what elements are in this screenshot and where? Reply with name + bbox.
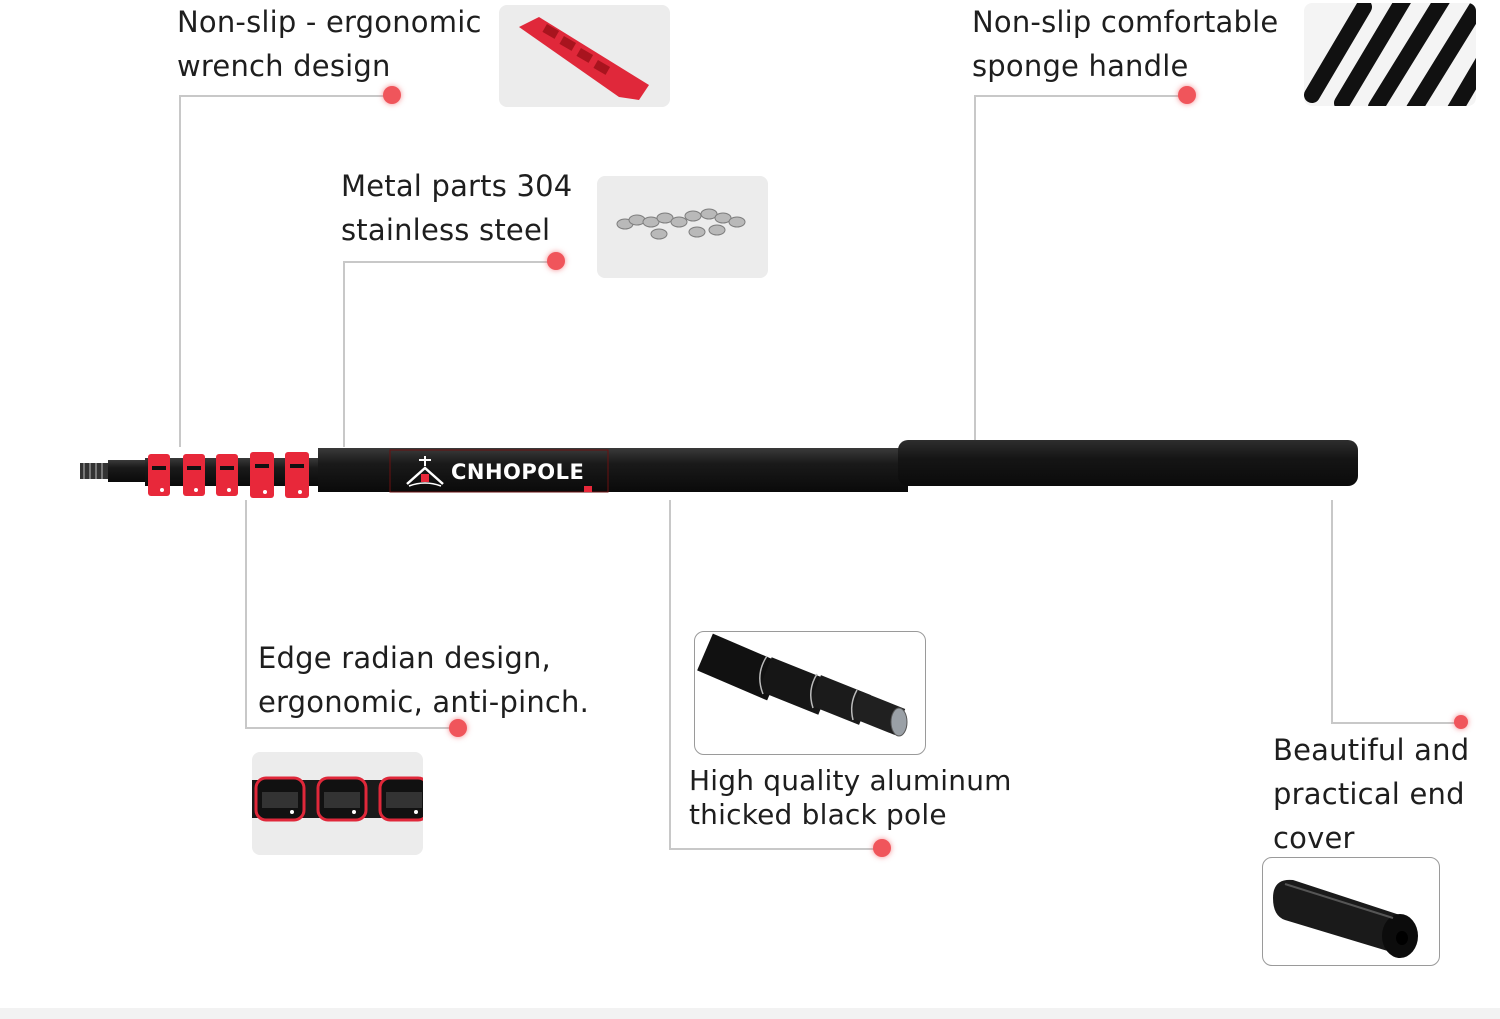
leader-line bbox=[179, 95, 181, 447]
callout-dot bbox=[449, 719, 467, 737]
callout-aluminum-title: High quality aluminum thicked black pole bbox=[689, 764, 1012, 832]
callout-dot bbox=[873, 839, 891, 857]
callout-edge-line1: Edge radian design, bbox=[258, 641, 551, 675]
brand-logo: CNHOPOLE bbox=[405, 452, 584, 492]
callout-edge-title: Edge radian design, ergonomic, anti-pinc… bbox=[258, 636, 589, 724]
leader-line bbox=[245, 500, 247, 729]
house-logo-icon bbox=[405, 454, 445, 490]
callout-endcover-line1: Beautiful and bbox=[1273, 733, 1470, 767]
callout-endcover-line3: cover bbox=[1273, 821, 1355, 855]
callout-dot bbox=[1178, 86, 1196, 104]
leader-line bbox=[245, 727, 457, 729]
leader-line bbox=[179, 95, 391, 97]
screws-image bbox=[597, 176, 768, 278]
red-clips bbox=[148, 452, 309, 498]
callout-aluminum-line1: High quality aluminum bbox=[689, 764, 1012, 797]
callout-metal-line2: stainless steel bbox=[341, 213, 551, 247]
sponge-handles-image bbox=[1304, 3, 1476, 106]
clips-closeup-image bbox=[252, 752, 423, 855]
callout-sponge-line2: sponge handle bbox=[972, 49, 1189, 83]
foam-handle bbox=[898, 440, 1358, 486]
leader-line bbox=[1331, 500, 1333, 724]
callout-wrench-line2: wrench design bbox=[177, 49, 391, 83]
callout-wrench-line1: Non-slip - ergonomic bbox=[177, 5, 482, 39]
callout-edge-line2: ergonomic, anti-pinch. bbox=[258, 685, 590, 719]
threaded-tip bbox=[80, 460, 148, 482]
end-cover-image bbox=[1262, 857, 1440, 966]
leader-line bbox=[669, 500, 671, 850]
callout-sponge-title: Non-slip comfortable sponge handle bbox=[972, 0, 1278, 88]
aluminum-shaft bbox=[318, 448, 908, 492]
wrench-clip-image bbox=[499, 5, 670, 107]
leader-line bbox=[974, 95, 1186, 97]
callout-dot bbox=[547, 252, 565, 270]
leader-line bbox=[669, 848, 881, 850]
bottom-band bbox=[0, 1008, 1500, 1019]
callout-aluminum-line2: thicked black pole bbox=[689, 798, 947, 831]
callout-endcover-line2: practical end bbox=[1273, 777, 1465, 811]
telescopic-pole bbox=[80, 440, 1358, 498]
telescopic-sections-image bbox=[694, 631, 926, 755]
leader-line bbox=[1331, 722, 1461, 724]
callout-dot bbox=[1454, 715, 1468, 729]
callout-sponge-line1: Non-slip comfortable bbox=[972, 5, 1279, 39]
callout-endcover-title: Beautiful and practical end cover bbox=[1273, 728, 1469, 860]
callout-dot bbox=[383, 86, 401, 104]
leader-line bbox=[343, 261, 345, 447]
leader-line bbox=[974, 95, 976, 441]
callout-wrench-title: Non-slip - ergonomic wrench design bbox=[177, 0, 482, 88]
leader-line bbox=[343, 261, 555, 263]
callout-metal-title: Metal parts 304 stainless steel bbox=[341, 164, 572, 252]
brand-name: CNHOPOLE bbox=[451, 460, 585, 484]
callout-metal-line1: Metal parts 304 bbox=[341, 169, 573, 203]
